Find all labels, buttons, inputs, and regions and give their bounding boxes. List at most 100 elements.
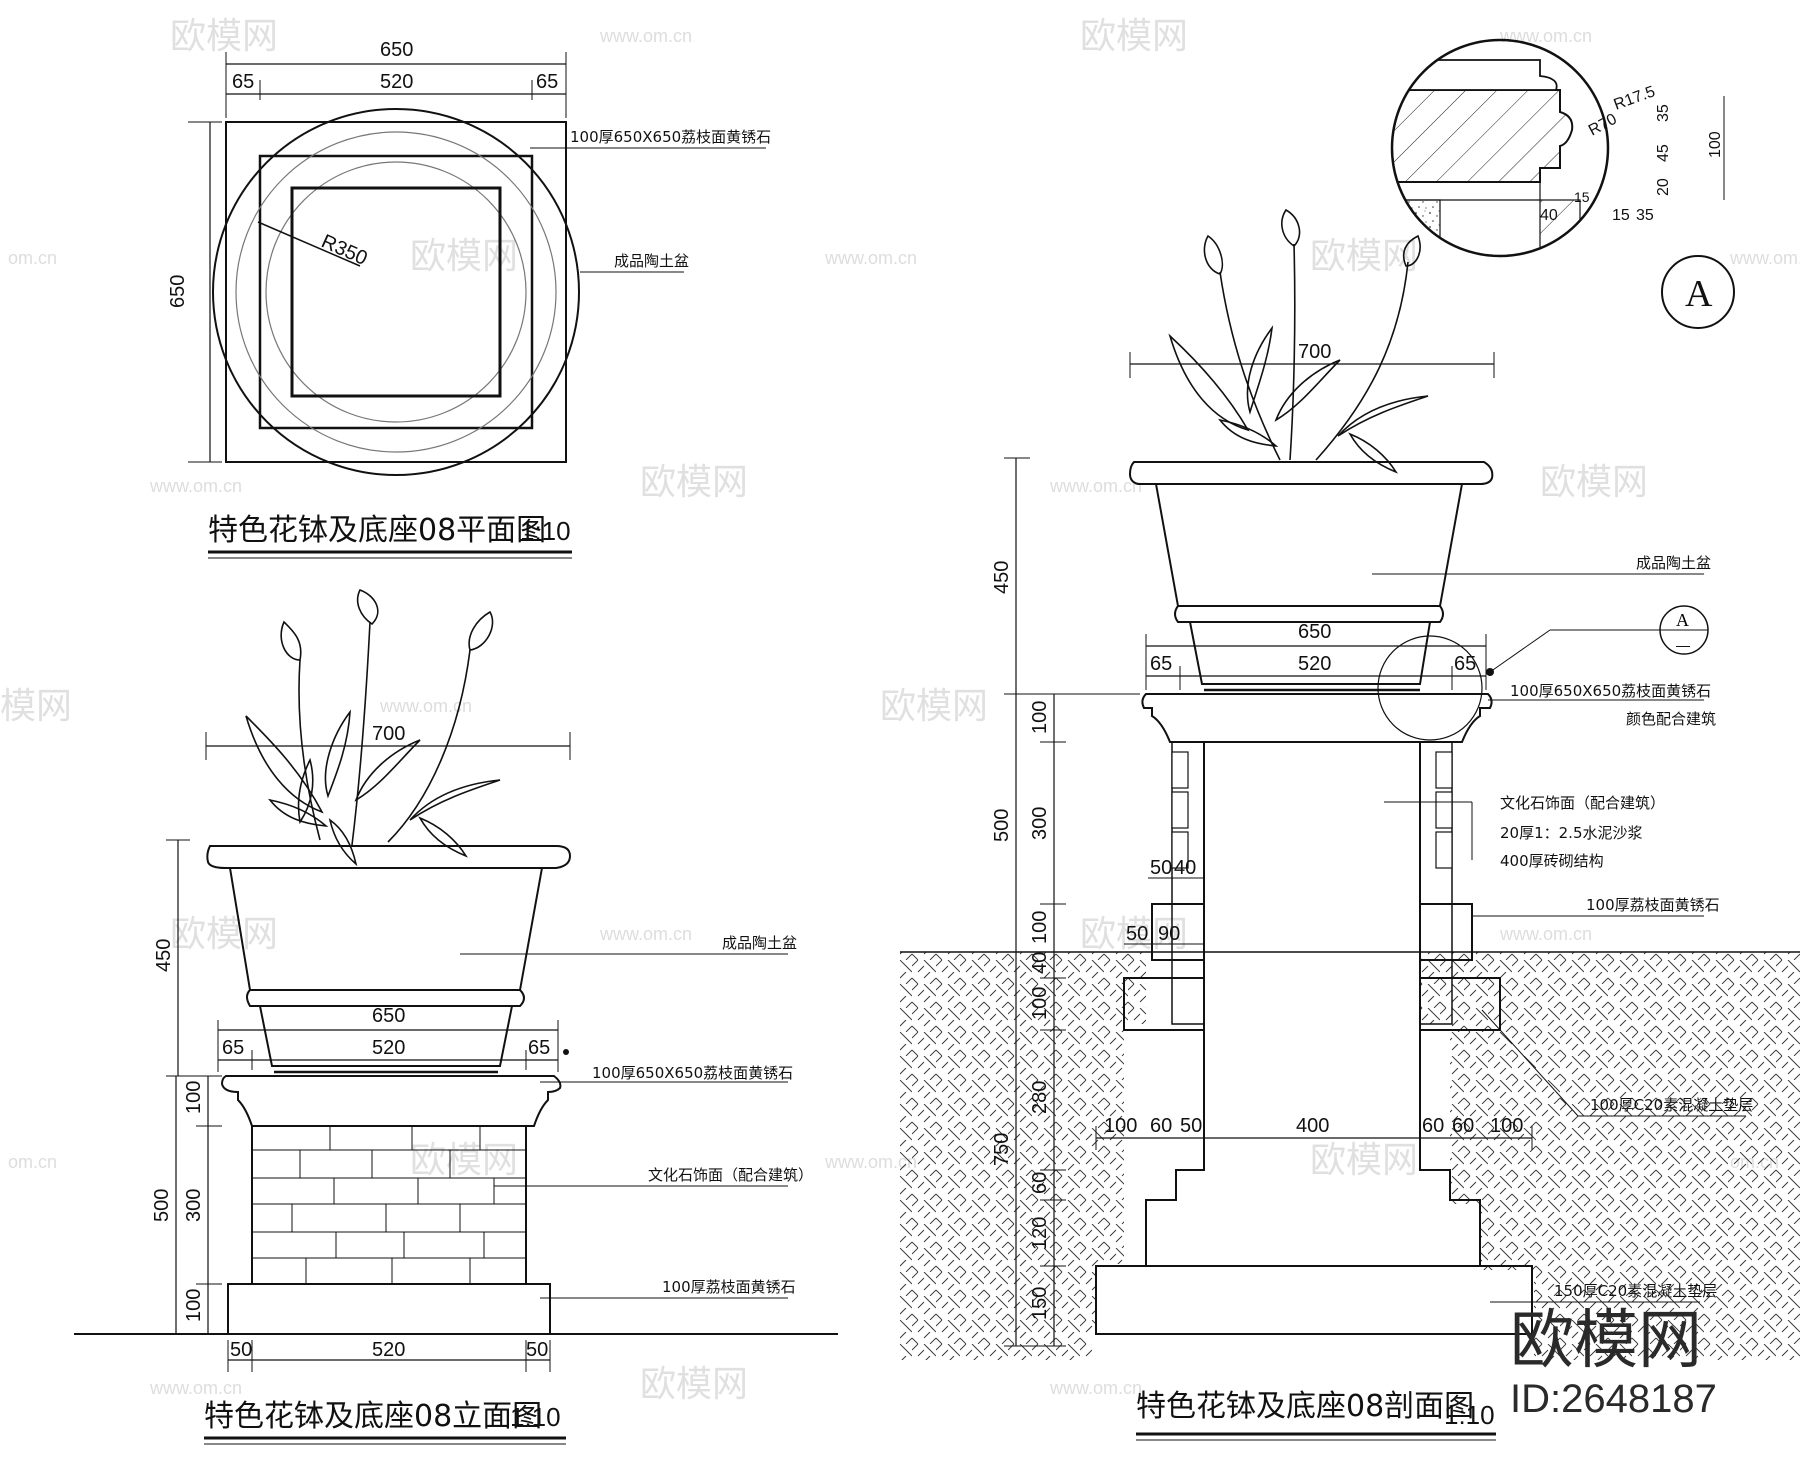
watermark-url: www.om.cn xyxy=(1049,476,1142,496)
detail-dim-r-large: R70 xyxy=(1586,111,1620,140)
section-dim-body: 300 xyxy=(1029,807,1051,840)
watermark-logo: 模网 xyxy=(0,686,72,727)
plan-scale: 1:10 xyxy=(520,516,571,546)
watermark-url: om.cn xyxy=(8,1152,57,1172)
elevation-label-cap: 100厚650X650荔枝面黄锈石 xyxy=(592,1064,793,1082)
section-label-pot: 成品陶土盆 xyxy=(1636,554,1711,572)
section-dim-foot-c: 50 xyxy=(1180,1115,1202,1137)
plan-radius-label: R350 xyxy=(318,230,371,270)
section-pad-left xyxy=(1123,977,1205,1031)
watermark-url: www.om.cn xyxy=(149,476,242,496)
section-pot-body xyxy=(1155,483,1463,607)
section-label-base: 100厚荔枝面黄锈石 xyxy=(1586,896,1720,914)
section-detail-circle xyxy=(1377,635,1483,741)
detail-label-letter: A xyxy=(1685,273,1713,315)
detail-dim-45: 45 xyxy=(1655,144,1672,162)
watermark-logo: 欧模网 xyxy=(410,1140,518,1181)
elevation-dim-plant: 700 xyxy=(372,723,405,745)
watermark-url: www.om.cn xyxy=(1499,26,1592,46)
section-dim-40: 40 xyxy=(1029,952,1051,974)
watermark-logo: 欧模网 xyxy=(170,914,278,955)
watermark-url: www.om.cn xyxy=(149,1378,242,1398)
section-base-stone-left xyxy=(1151,903,1205,961)
plan-dim-right: 65 xyxy=(536,71,558,93)
watermark-url: www.om.cn xyxy=(379,696,472,716)
section-dim-middle: 520 xyxy=(1298,653,1331,675)
watermark-logo: 欧模网 xyxy=(640,462,748,503)
elevation-pot-rim xyxy=(206,845,572,869)
plan-pot-base-ring xyxy=(265,161,527,423)
watermark-url: www.om.cn xyxy=(599,924,692,944)
elevation-pot-band xyxy=(246,989,525,1007)
watermark-logo: 欧模网 xyxy=(1540,462,1648,503)
section-dim-foot-core: 400 xyxy=(1296,1115,1329,1137)
elevation-pot-body xyxy=(229,867,543,991)
section-earth-left xyxy=(900,952,1146,1360)
section-plant xyxy=(1168,208,1429,474)
elevation-dim-foot-middle: 520 xyxy=(372,1339,405,1361)
plan-cap-square xyxy=(258,154,534,430)
elevation-dim-pot: 450 xyxy=(153,939,175,972)
section-dim-foot-a: 100 xyxy=(1104,1115,1137,1137)
watermark-url: www.om.cn xyxy=(824,1152,917,1172)
elevation-brick-pattern xyxy=(252,1126,526,1284)
section-dim-left: 65 xyxy=(1150,653,1172,675)
detail-dim-15a: 15 xyxy=(1574,189,1590,205)
section-pot-rim xyxy=(1128,461,1494,485)
section-dim-150: 150 xyxy=(1029,1287,1051,1320)
section-dim-step-c: 50 xyxy=(1126,923,1148,945)
elevation-title: 特色花钵及底座08立面图 xyxy=(204,1399,542,1434)
watermark-logo: 欧模网 xyxy=(1080,914,1188,955)
plan-label-slab: 100厚650X650荔枝面黄锈石 xyxy=(570,128,771,146)
elevation-dim-cap: 100 xyxy=(183,1081,205,1114)
brand-logo: 欧模网 xyxy=(1510,1304,1702,1378)
watermark-logo: 欧模网 xyxy=(880,686,988,727)
elevation-label-base: 100厚荔枝面黄锈石 xyxy=(662,1278,796,1296)
section-cap xyxy=(1141,693,1493,743)
plan-view: R350 650 65 520 65 650 100厚650X650荔枝面黄锈石… xyxy=(167,39,771,559)
section-dim-120: 120 xyxy=(1029,1217,1051,1250)
section-pad-bottom xyxy=(1095,1265,1533,1335)
section-dim-foot-e: 60 xyxy=(1452,1115,1474,1137)
watermark-url: www.om.cn xyxy=(1499,924,1592,944)
watermark-logo: 欧模网 xyxy=(1310,1140,1418,1181)
elevation-dim-body: 300 xyxy=(183,1189,205,1222)
section-earth-right xyxy=(1420,952,1800,1360)
watermark-url: www.om.cn xyxy=(824,248,917,268)
detail-label-circle xyxy=(1661,255,1735,329)
watermark-url: om.cn xyxy=(8,248,57,268)
plan-outer-square xyxy=(225,121,567,463)
watermark-url: www.om.cn xyxy=(599,26,692,46)
detail-pot-base xyxy=(1392,59,1558,91)
section-title: 特色花钵及底座08剖面图 xyxy=(1136,1389,1474,1424)
plan-title: 特色花钵及底座08平面图 xyxy=(208,513,546,548)
brand-id: ID:2648187 xyxy=(1510,1377,1717,1421)
section-dim-bottom: 100 xyxy=(1029,911,1051,944)
detail-dim-35w: 35 xyxy=(1636,207,1654,224)
elevation-dim-middle: 520 xyxy=(372,1037,405,1059)
elevation-dim-left: 65 xyxy=(222,1037,244,1059)
detail-dim-40: 40 xyxy=(1540,207,1558,224)
elevation-label-facing: 文化石饰面（配合建筑） xyxy=(648,1166,813,1184)
section-callout-leader xyxy=(1489,629,1551,673)
section-label-cap-2: 颜色配合建筑 xyxy=(1626,710,1716,728)
plan-dim-height: 650 xyxy=(167,275,189,308)
section-dim-foot-d: 60 xyxy=(1422,1115,1444,1137)
elevation-cap xyxy=(220,1075,562,1127)
plan-pot-inner-ring xyxy=(235,131,557,453)
elevation-base xyxy=(227,1283,551,1335)
section-dim-foot-f: 100 xyxy=(1490,1115,1523,1137)
section-scale: 1:10 xyxy=(1444,1400,1495,1430)
watermark-logo: 欧模网 xyxy=(640,1364,748,1405)
section-dim-step-a: 50 xyxy=(1150,857,1172,879)
section-pad-right xyxy=(1419,977,1501,1031)
section-dim-60: 60 xyxy=(1029,1172,1051,1194)
plan-radius-line xyxy=(257,221,361,267)
section-label-mortar: 20厚1：2.5水泥沙浆 xyxy=(1500,824,1643,842)
section-dim-pot: 450 xyxy=(991,561,1013,594)
section-view: 700 650 65 520 65 A — 450 500 750 100 30… xyxy=(900,208,1800,1441)
watermark-logo: 欧模网 xyxy=(1310,236,1418,277)
section-label-pad2: 150厚C20素混凝土垫层 xyxy=(1554,1282,1717,1300)
section-dim-plant: 700 xyxy=(1298,341,1331,363)
